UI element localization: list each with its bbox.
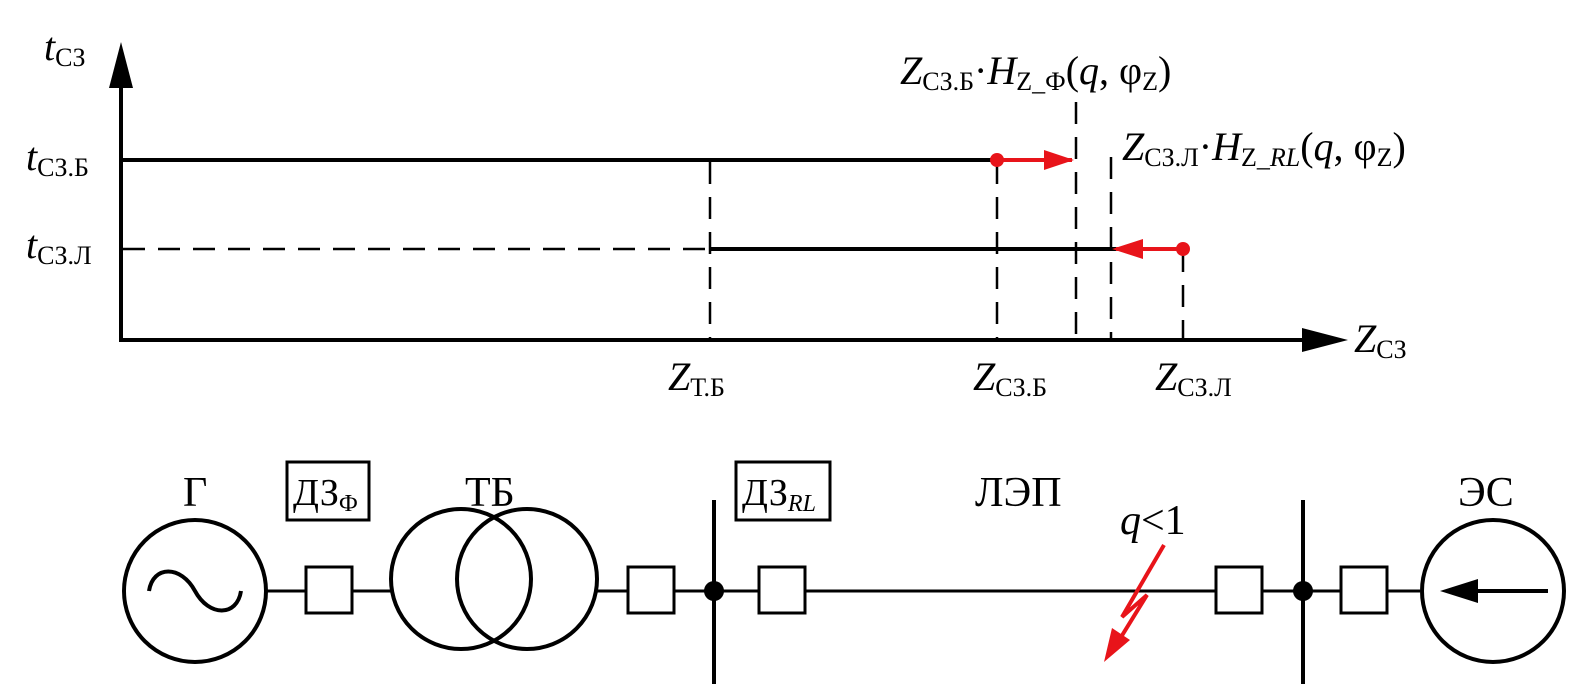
x-axis-arrow-icon bbox=[1302, 328, 1348, 352]
tick-t-sz-b: tСЗ.Б bbox=[26, 134, 89, 182]
x-axis-label: ZСЗ bbox=[1354, 316, 1407, 364]
tick-t-sz-l: tСЗ.Л bbox=[26, 222, 92, 270]
lightning-fault-arrowhead-icon bbox=[1104, 628, 1130, 662]
circuit-breaker-icon bbox=[304, 565, 354, 615]
relay-dz-f-box bbox=[285, 460, 371, 522]
circuit-breaker-icon bbox=[626, 565, 676, 615]
one-line-scheme: Г ДЗФ ТБ ДЗRL ЛЭП q<1 bbox=[122, 460, 1566, 684]
formula-b: ZСЗ.Б·HZ_Ф(q, φZ) bbox=[900, 48, 1171, 96]
bus-right-node bbox=[1293, 581, 1313, 601]
relay-dz-rl-label: ДЗRL bbox=[742, 472, 816, 517]
shift-arrow-b-head-icon bbox=[1044, 150, 1074, 170]
sine-wave-icon bbox=[147, 569, 243, 613]
y-axis-label: tСЗ bbox=[44, 24, 86, 72]
lightning-fault-icon bbox=[1116, 543, 1166, 644]
relay-dz-rl-box bbox=[734, 460, 832, 522]
tick-z-sz-b: ZСЗ.Б bbox=[973, 354, 1047, 402]
characteristic-graph: tСЗ ZСЗ tСЗ.Б tСЗ.Л ZТ.Б bbox=[26, 24, 1407, 402]
tick-z-tb: ZТ.Б bbox=[668, 354, 725, 402]
transformer-winding-2 bbox=[455, 507, 599, 651]
arrow-left-head-icon bbox=[1440, 579, 1478, 603]
power-system-label: ЭС bbox=[1458, 470, 1514, 516]
circuit-breaker-icon bbox=[1214, 565, 1264, 615]
fault-label: q<1 bbox=[1120, 498, 1186, 544]
circuit-breaker-icon bbox=[757, 565, 807, 615]
formula-l: ZСЗ.Л·HZ_RL(q, φZ) bbox=[1122, 124, 1406, 172]
circuit-breaker-icon bbox=[1339, 565, 1389, 615]
tick-z-sz-l: ZСЗ.Л bbox=[1155, 354, 1232, 402]
generator-label: Г bbox=[183, 470, 207, 516]
shift-arrow-l-head-icon bbox=[1112, 239, 1143, 259]
relay-dz-f-label: ДЗФ bbox=[293, 472, 358, 517]
transformer-label: ТБ bbox=[465, 470, 515, 516]
transformer-winding-1 bbox=[389, 507, 533, 651]
bus-left-node bbox=[704, 581, 724, 601]
transmission-line-label: ЛЭП bbox=[975, 470, 1062, 516]
y-axis-arrow-icon bbox=[109, 42, 133, 88]
